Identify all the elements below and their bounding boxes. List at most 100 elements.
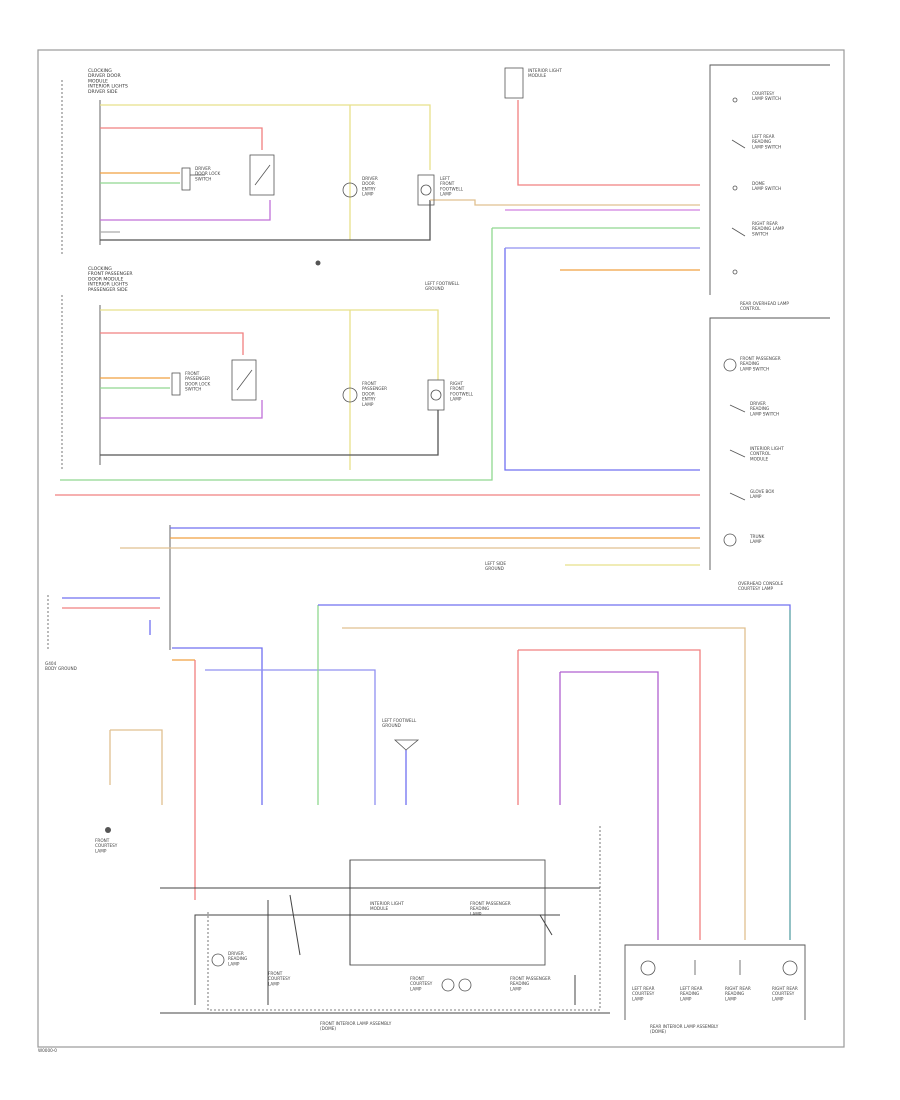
label-line: ENTRY [362,397,376,402]
label-line: DRIVER SIDE [88,89,118,95]
label-line: CLOCKING [88,266,112,272]
wire-group-lower [109,604,791,940]
label-line: (DOME) [320,1026,336,1031]
driver-door-module-outline [61,80,101,255]
label-line: FRONT [95,838,110,843]
label-line: LAMP [750,539,762,544]
label-line: FRONT [362,381,377,386]
wire-black [100,410,439,456]
label-line: GROUND [425,286,444,291]
label-line: INTERIOR LIGHT [750,446,784,451]
label-line: FRONT PASSENGER [470,901,511,906]
wire-blue [504,248,700,471]
label-line: LEFT REAR [752,134,775,139]
label-line: (DOME) [650,1029,666,1034]
label-line: ENTRY [362,186,376,191]
driver-entry-lamp-symbol [342,182,358,198]
label-line: COURTESY [268,976,291,981]
passenger-relay [231,359,257,401]
left-footwell-lamp-symbol [417,174,435,206]
label-line: FRONT [410,976,425,981]
label-line: FRONT [450,386,465,391]
label-line: READING [228,956,247,961]
label-line: COURTESY LAMP [738,586,774,591]
diagram-frame [37,49,845,1048]
label-line: SWITCH [185,387,201,392]
label-line: FOOTWELL [440,186,464,191]
interior-light-control-module-outline [709,317,830,570]
label-line: DRIVER [362,176,378,181]
wire-red [100,332,244,355]
label-line: LAMP SWITCH [752,96,781,101]
label-line: COURTESY [632,991,655,996]
label-line: READING [752,139,771,144]
wire-pink [517,100,700,186]
label-line: REAR OVERHEAD LAMP [740,301,789,306]
label-line: GLOVE BOX [750,489,774,494]
label-line: LAMP [750,494,762,499]
label-line: COURTESY [410,981,433,986]
label-line: LAMP [510,986,522,991]
rear-console-switches [731,97,746,275]
wire-violet [100,200,271,221]
label-line: FRONT [268,971,283,976]
label-line: TRUNK [749,534,765,539]
label-line: READING [725,991,744,996]
label-line: COURTESY [772,991,795,996]
wire-group-driver-door [100,104,431,241]
label-line: FRONT PASSENGER [88,271,133,277]
ground-symbol-middle [393,739,420,751]
label-line: FRONT [185,371,200,376]
label-line: DRIVER [195,166,211,171]
label-line: MODULE [370,906,389,911]
label-line: LEFT [440,176,450,181]
label-line: LAMP SWITCH [752,144,781,149]
driver-door-lock-switch [181,167,205,191]
right-footwell-lamp-symbol [427,379,445,411]
label-line: FRONT INTERIOR LAMP ASSEMBLY [320,1021,392,1026]
rear-lamp-assembly [624,944,806,1020]
label-line: MODULE [528,73,547,78]
wire-black [100,200,431,241]
label-rear-lamp-assembly: REAR INTERIOR LAMP ASSEMBLY(DOME) [650,1024,719,1034]
label-line: DOOR [362,181,375,186]
label-line: LAMP [268,981,280,986]
label-line: RIGHT REAR [752,221,778,226]
wire-tan [430,199,700,206]
label-line: LAMP [362,402,374,407]
wire-group-upper-right [60,100,700,481]
label-line: GROUND [485,566,504,571]
wire-yellow [100,104,431,170]
label-line: READING LAMP [752,226,784,231]
label-line: READING [740,361,759,366]
label-line: LEFT REAR [632,986,655,991]
rear-overhead-console-outline [709,64,830,295]
label-line: SWITCH [752,231,768,236]
label-line: DOOR [362,391,375,396]
wire-group-left [62,597,195,661]
label-line: LAMP SWITCH [750,411,779,416]
label-line: CONTROL [740,306,761,311]
label-line: LAMP [470,911,482,916]
label-line: LEFT FOOTWELL [382,718,417,723]
label-line: COURTESY [752,91,775,96]
label-line: INTERIOR LIGHT [370,901,404,906]
